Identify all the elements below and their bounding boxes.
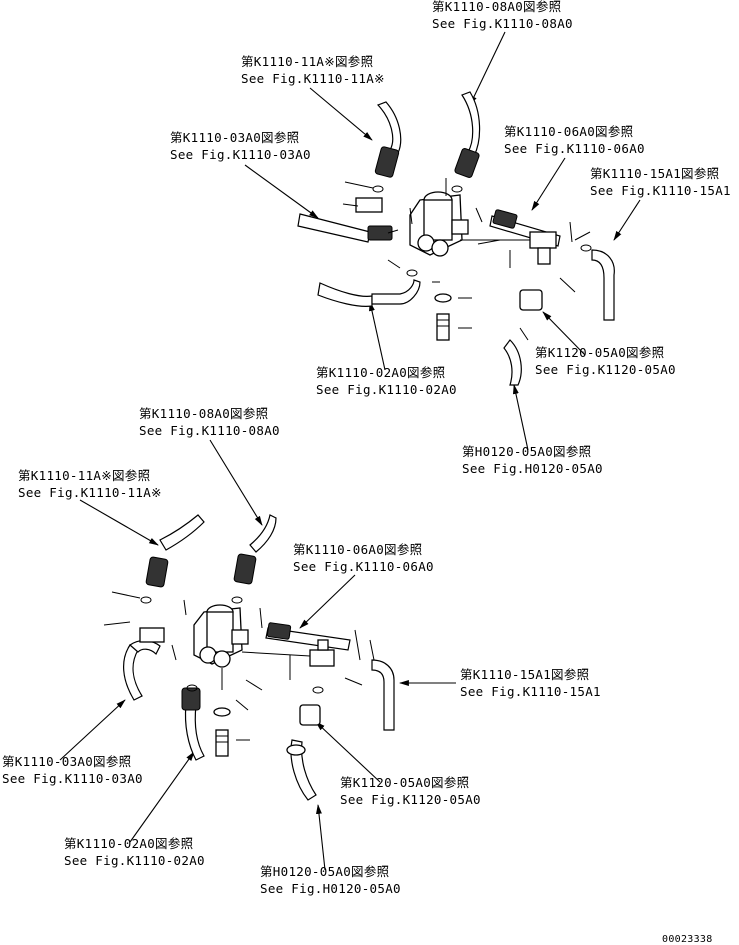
callout-ja-text: 第K1110-06A0図参照 <box>504 124 633 139</box>
o-rings-top <box>372 185 592 277</box>
callout-en-text: See Fig.K1120-05A0 <box>340 792 481 807</box>
hose-k1110-11a <box>159 514 205 551</box>
reference-marks <box>103 591 375 741</box>
callout-bottom-k1110-02a0[interactable]: 第K1110-02A0図参照 See Fig.K1110-02A0 <box>64 836 205 868</box>
leader-line <box>309 87 373 141</box>
hose-k1110-02a0 <box>184 704 205 761</box>
callout-bottom-k1120-05a0[interactable]: 第K1120-05A0図参照 See Fig.K1120-05A0 <box>340 775 481 807</box>
hose-k1110-03a0 <box>123 644 143 701</box>
callout-bottom-k1110-15a1[interactable]: 第K1110-15A1図参照 See Fig.K1110-15A1 <box>460 667 601 699</box>
callout-ja-text: 第K1110-06A0図参照 <box>293 542 422 557</box>
callout-ja-text: 第K1110-11A※図参照 <box>18 468 150 483</box>
hose-k1110-08a0 <box>461 91 481 157</box>
callout-en-text: See Fig.K1110-06A0 <box>504 141 645 156</box>
callout-en-text: See Fig.K1110-02A0 <box>316 382 457 397</box>
reference-marks <box>342 178 591 341</box>
leader-line <box>79 499 159 546</box>
leader-line <box>209 439 263 526</box>
top-assembly: 第K1110-08A0図参照 See Fig.K1110-08A0 第K1110… <box>170 0 731 476</box>
leader-line <box>59 699 126 761</box>
callout-top-k1110-08a0[interactable]: 第K1110-08A0図参照 See Fig.K1110-08A0 <box>432 0 573 31</box>
callout-en-text: See Fig.K1110-02A0 <box>64 853 205 868</box>
hose-fitting <box>181 687 201 711</box>
connection-line <box>241 651 311 657</box>
tee-fitting-bottom <box>286 639 335 756</box>
hose-k1110-15a1 <box>371 659 395 731</box>
callout-top-k1110-15a1[interactable]: 第K1110-15A1図参照 See Fig.K1110-15A1 <box>590 166 731 198</box>
leader-line <box>512 384 529 451</box>
callout-ja-text: 第K1110-03A0図参照 <box>170 130 299 145</box>
hose-k1110-11a <box>376 101 402 154</box>
callout-ja-text: 第K1110-02A0図参照 <box>316 365 445 380</box>
callout-en-text: See Fig.K1110-11A※ <box>18 485 162 500</box>
callout-top-k1110-03a0[interactable]: 第K1110-03A0図参照 See Fig.K1110-03A0 <box>170 130 311 162</box>
callout-top-k1110-06a0[interactable]: 第K1110-06A0図参照 See Fig.K1110-06A0 <box>504 124 645 156</box>
leader-line <box>129 751 195 843</box>
callout-top-k1110-11a[interactable]: 第K1110-11A※図参照 See Fig.K1110-11A※ <box>241 54 385 86</box>
hose-fitting <box>266 622 292 640</box>
leader-line <box>613 199 641 241</box>
callout-en-text: See Fig.H0120-05A0 <box>462 461 603 476</box>
bolt-bottom <box>213 707 231 757</box>
callout-top-h0120-05a0[interactable]: 第H0120-05A0図参照 See Fig.H0120-05A0 <box>462 444 603 476</box>
hose-h0120-05a0 <box>503 339 522 386</box>
callout-top-k1110-02a0[interactable]: 第K1110-02A0図参照 See Fig.K1110-02A0 <box>316 365 457 397</box>
hose-bend <box>371 279 421 305</box>
callout-en-text: See Fig.H0120-05A0 <box>260 881 401 896</box>
callout-ja-text: 第K1120-05A0図参照 <box>340 775 469 790</box>
leader-line <box>299 574 356 629</box>
callout-en-text: See Fig.K1120-05A0 <box>535 362 676 377</box>
leader-line <box>316 804 326 871</box>
callout-en-text: See Fig.K1110-15A1 <box>460 684 601 699</box>
tee-fitting-top <box>355 197 557 311</box>
bottom-assembly: 第K1110-08A0図参照 See Fig.K1110-08A0 第K1110… <box>2 406 601 896</box>
drawing-number: 00023338 <box>662 934 713 945</box>
hose-k1110-15a1 <box>591 249 615 321</box>
callout-ja-text: 第K1110-03A0図参照 <box>2 754 131 769</box>
callout-ja-text: 第K1110-08A0図参照 <box>139 406 268 421</box>
valve-block-top <box>409 191 469 257</box>
callout-en-text: See Fig.K1110-03A0 <box>2 771 143 786</box>
hose-fitting <box>454 148 480 178</box>
leader-line <box>542 311 586 356</box>
callout-ja-text: 第H0120-05A0図参照 <box>260 864 389 879</box>
callout-ja-text: 第K1110-08A0図参照 <box>432 0 561 14</box>
callout-ja-text: 第H0120-05A0図参照 <box>462 444 591 459</box>
callout-ja-text: 第K1110-15A1図参照 <box>460 667 589 682</box>
callout-ja-text: 第K1110-11A※図参照 <box>241 54 373 69</box>
callout-en-text: See Fig.K1110-08A0 <box>432 16 573 31</box>
leader-line <box>469 31 506 106</box>
callout-bottom-k1110-06a0[interactable]: 第K1110-06A0図参照 See Fig.K1110-06A0 <box>293 542 434 574</box>
leader-line <box>244 164 319 219</box>
hose-fitting <box>233 553 257 585</box>
hose-k1110-08a0 <box>249 514 277 553</box>
hose-fitting <box>145 556 169 588</box>
leader-line <box>315 721 381 783</box>
callout-en-text: See Fig.K1110-06A0 <box>293 559 434 574</box>
leader-line <box>531 157 566 211</box>
callout-en-text: See Fig.K1110-08A0 <box>139 423 280 438</box>
valve-block-bottom <box>139 604 249 668</box>
callout-ja-text: 第K1120-05A0図参照 <box>535 345 664 360</box>
hose-fitting <box>374 146 400 178</box>
hose-fitting <box>367 225 393 241</box>
callout-bottom-k1110-08a0[interactable]: 第K1110-08A0図参照 See Fig.K1110-08A0 <box>139 406 280 438</box>
callout-ja-text: 第K1110-02A0図参照 <box>64 836 193 851</box>
callout-ja-text: 第K1110-15A1図参照 <box>590 166 719 181</box>
leader-line <box>369 301 386 371</box>
callout-en-text: See Fig.K1110-03A0 <box>170 147 311 162</box>
bolt-top <box>434 293 452 341</box>
callout-en-text: See Fig.K1110-11A※ <box>241 71 385 86</box>
callout-bottom-k1110-11a[interactable]: 第K1110-11A※図参照 See Fig.K1110-11A※ <box>18 468 162 500</box>
callout-bottom-h0120-05a0[interactable]: 第H0120-05A0図参照 See Fig.H0120-05A0 <box>260 864 401 896</box>
hose-fitting <box>492 209 518 229</box>
callout-top-k1120-05a0[interactable]: 第K1120-05A0図参照 See Fig.K1120-05A0 <box>535 345 676 377</box>
callout-en-text: See Fig.K1110-15A1 <box>590 183 731 198</box>
hose-k1110-03a0 <box>297 213 371 243</box>
callout-bottom-k1110-03a0[interactable]: 第K1110-03A0図参照 See Fig.K1110-03A0 <box>2 754 143 786</box>
hose-k1110-02a0 <box>317 282 373 307</box>
o-rings-bottom <box>140 596 324 694</box>
